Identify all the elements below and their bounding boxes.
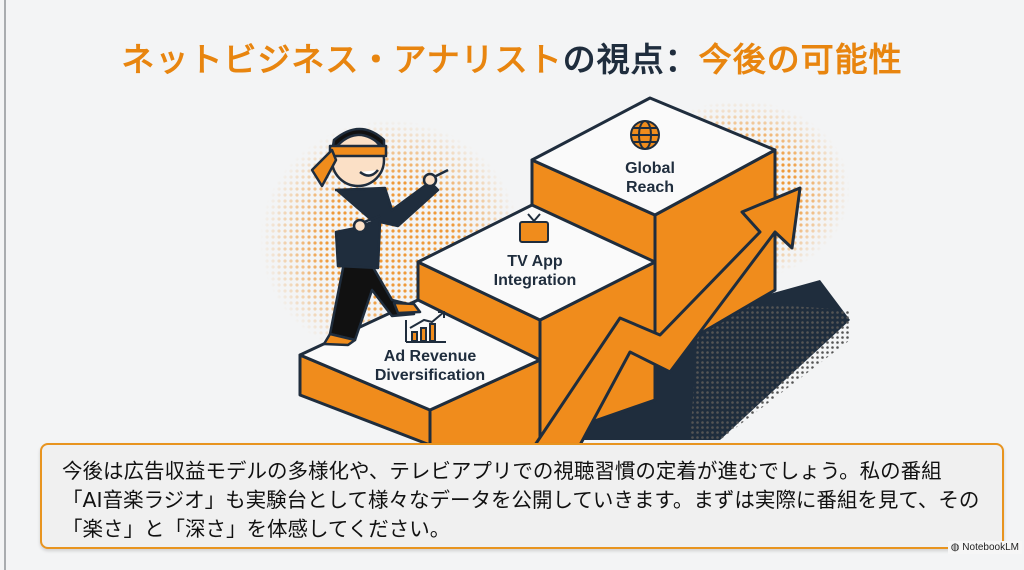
- watermark-text: NotebookLM: [962, 542, 1019, 553]
- growth-arrow: [533, 186, 802, 447]
- title-part-3: 今後の可能性: [698, 40, 903, 79]
- globe-icon: [630, 120, 660, 150]
- title-part-1: ネットビジネス・アナリスト: [121, 40, 563, 79]
- step-label-line: TV App: [507, 253, 563, 270]
- notebooklm-watermark: ◍ NotebookLM: [947, 541, 1022, 554]
- description-box: 今後は広告収益モデルの多様化や、テレビアプリでの視聴習慣の定着が進むでしょう。私…: [40, 443, 1004, 549]
- step-label-global-reach: Global Reach: [590, 159, 710, 197]
- step-label-tv-app: TV App Integration: [470, 252, 600, 290]
- step-label-ad-revenue: Ad Revenue Diversification: [365, 347, 495, 385]
- step-label-line: Integration: [493, 272, 577, 289]
- step-label-line: Global: [625, 160, 675, 177]
- bar-chart-up-icon: [405, 311, 446, 343]
- step-label-line: Diversification: [374, 367, 486, 384]
- step-label-line: Reach: [625, 179, 675, 196]
- tv-icon: [519, 213, 549, 243]
- description-text: 今後は広告収益モデルの多様化や、テレビアプリでの視聴習慣の定着が進むでしょう。私…: [62, 459, 980, 541]
- step-label-line: Ad Revenue: [383, 348, 477, 365]
- window-border: [4, 0, 6, 570]
- title-part-2: の視点：: [562, 40, 699, 79]
- character-pointing: [310, 127, 449, 347]
- slide-title: ネットビジネス・アナリストの視点：今後の可能性: [0, 33, 1024, 81]
